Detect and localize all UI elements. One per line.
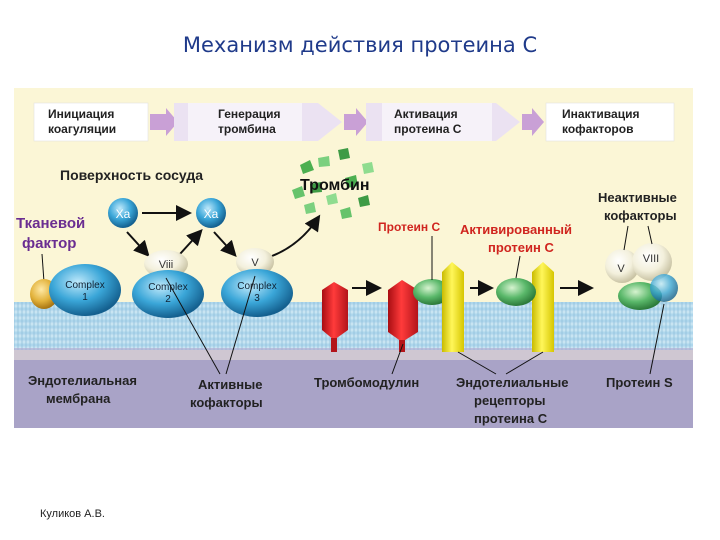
thrombomodulin-label: Тромбомодулин [314, 375, 419, 390]
step-4-line1: Инактивация [562, 107, 639, 121]
step-arrow-2 [344, 108, 368, 136]
arrow-to-complex-3 [213, 231, 237, 257]
complex-2-label: Complex [148, 282, 187, 293]
thrombomodulin-1 [322, 282, 348, 352]
inactive-cofactors-line2: кофакторы [604, 208, 677, 223]
inactive-viii-label: VIII [643, 253, 660, 265]
step-1-line2: коагуляции [48, 122, 116, 136]
protein-s-label: Протеин S [606, 375, 673, 390]
membrane-label-line2: мембрана [46, 391, 111, 406]
membrane-label-line1: Эндотелиальная [28, 373, 137, 388]
lower-region [14, 360, 693, 428]
step-arrow-1 [150, 108, 178, 136]
tissue-factor-pointer [41, 253, 45, 283]
author-credit: Куликов А.В. [40, 508, 105, 520]
step-1: Инициация коагуляции [33, 102, 149, 142]
complex-2: Viii Complex 2 [132, 250, 204, 318]
step-4: Инактивация кофакторов [545, 102, 675, 142]
arrow-from-complex-2 [179, 229, 203, 255]
active-cofactors-pointer-1 [165, 277, 221, 375]
step-1-line1: Инициация [48, 107, 114, 121]
endothelial-membrane-band [14, 302, 693, 350]
vessel-surface-label: Поверхность сосуда [60, 167, 203, 183]
complex-1-label: Complex [65, 280, 104, 291]
xa-label-2: Xa [204, 207, 219, 221]
receptor-pointer-1 [457, 351, 497, 375]
inactive-cofactors-cluster: V VIII [605, 243, 678, 310]
protein-c-label: Протеин С [378, 220, 440, 234]
step-2-line1: Генерация [218, 107, 281, 121]
thrombin-cluster [292, 148, 374, 219]
xa-label-1: Xa [116, 207, 131, 221]
step-4-line2: кофакторов [562, 122, 633, 136]
complex-1: Complex 1 [49, 264, 121, 316]
activated-protein-c-pointer [515, 255, 521, 279]
complex-3-number: 3 [254, 293, 260, 304]
thrombin-label: Тромбин [300, 177, 370, 194]
arrow-to-thrombin [271, 214, 321, 257]
thrombomodulin-pointer [391, 343, 404, 375]
complex-3-label: Complex [237, 281, 276, 292]
inactive-v-label: V [617, 263, 625, 275]
viii-label: Viii [159, 259, 173, 271]
tissue-factor-line1: Тканевой [16, 215, 85, 232]
inactive-pointer-2 [647, 225, 653, 245]
receptor-pointer-2 [505, 351, 544, 375]
v-label: V [251, 257, 259, 269]
xa-molecule-2: Xa [196, 198, 226, 228]
endothelial-receptor-1 [442, 262, 464, 352]
protein-c [413, 279, 451, 305]
complex-3: V Complex 3 [221, 248, 293, 317]
endothelial-receptor-2 [532, 262, 554, 352]
step-arrow-3 [522, 108, 544, 136]
complex-1-number: 1 [82, 292, 88, 303]
page-title: Механизм действия протеина С [182, 33, 538, 57]
arrow-to-complex-2 [126, 231, 150, 257]
receptors-line1: Эндотелиальные [456, 375, 568, 390]
step-3: Активация протеина С [366, 103, 520, 141]
inactive-pointer-1 [623, 225, 629, 251]
activated-protein-c-line1: Активированный [460, 222, 572, 237]
step-3-line1: Активация [394, 107, 458, 121]
activated-protein-c-line2: протеин С [488, 240, 554, 255]
activated-protein-c [496, 278, 536, 306]
step-2: Генерация тромбина [174, 103, 342, 141]
xa-molecule-1: Xa [108, 198, 138, 228]
step-3-line2: протеина С [394, 122, 462, 136]
receptors-line3: протеина С [474, 411, 548, 426]
active-cofactors-line2: кофакторы [190, 395, 263, 410]
receptors-line2: рецепторы [474, 393, 545, 408]
step-2-line2: тромбина [218, 122, 276, 136]
complex-2-number: 2 [165, 294, 171, 305]
protein-s-pointer [649, 303, 665, 375]
tissue-factor-line2: фактор [22, 235, 76, 252]
active-cofactors-pointer-2 [225, 275, 256, 375]
inactive-cofactors-line1: Неактивные [598, 190, 677, 205]
active-cofactors-line1: Активные [198, 377, 262, 392]
membrane-band-lower-edge [14, 348, 693, 360]
